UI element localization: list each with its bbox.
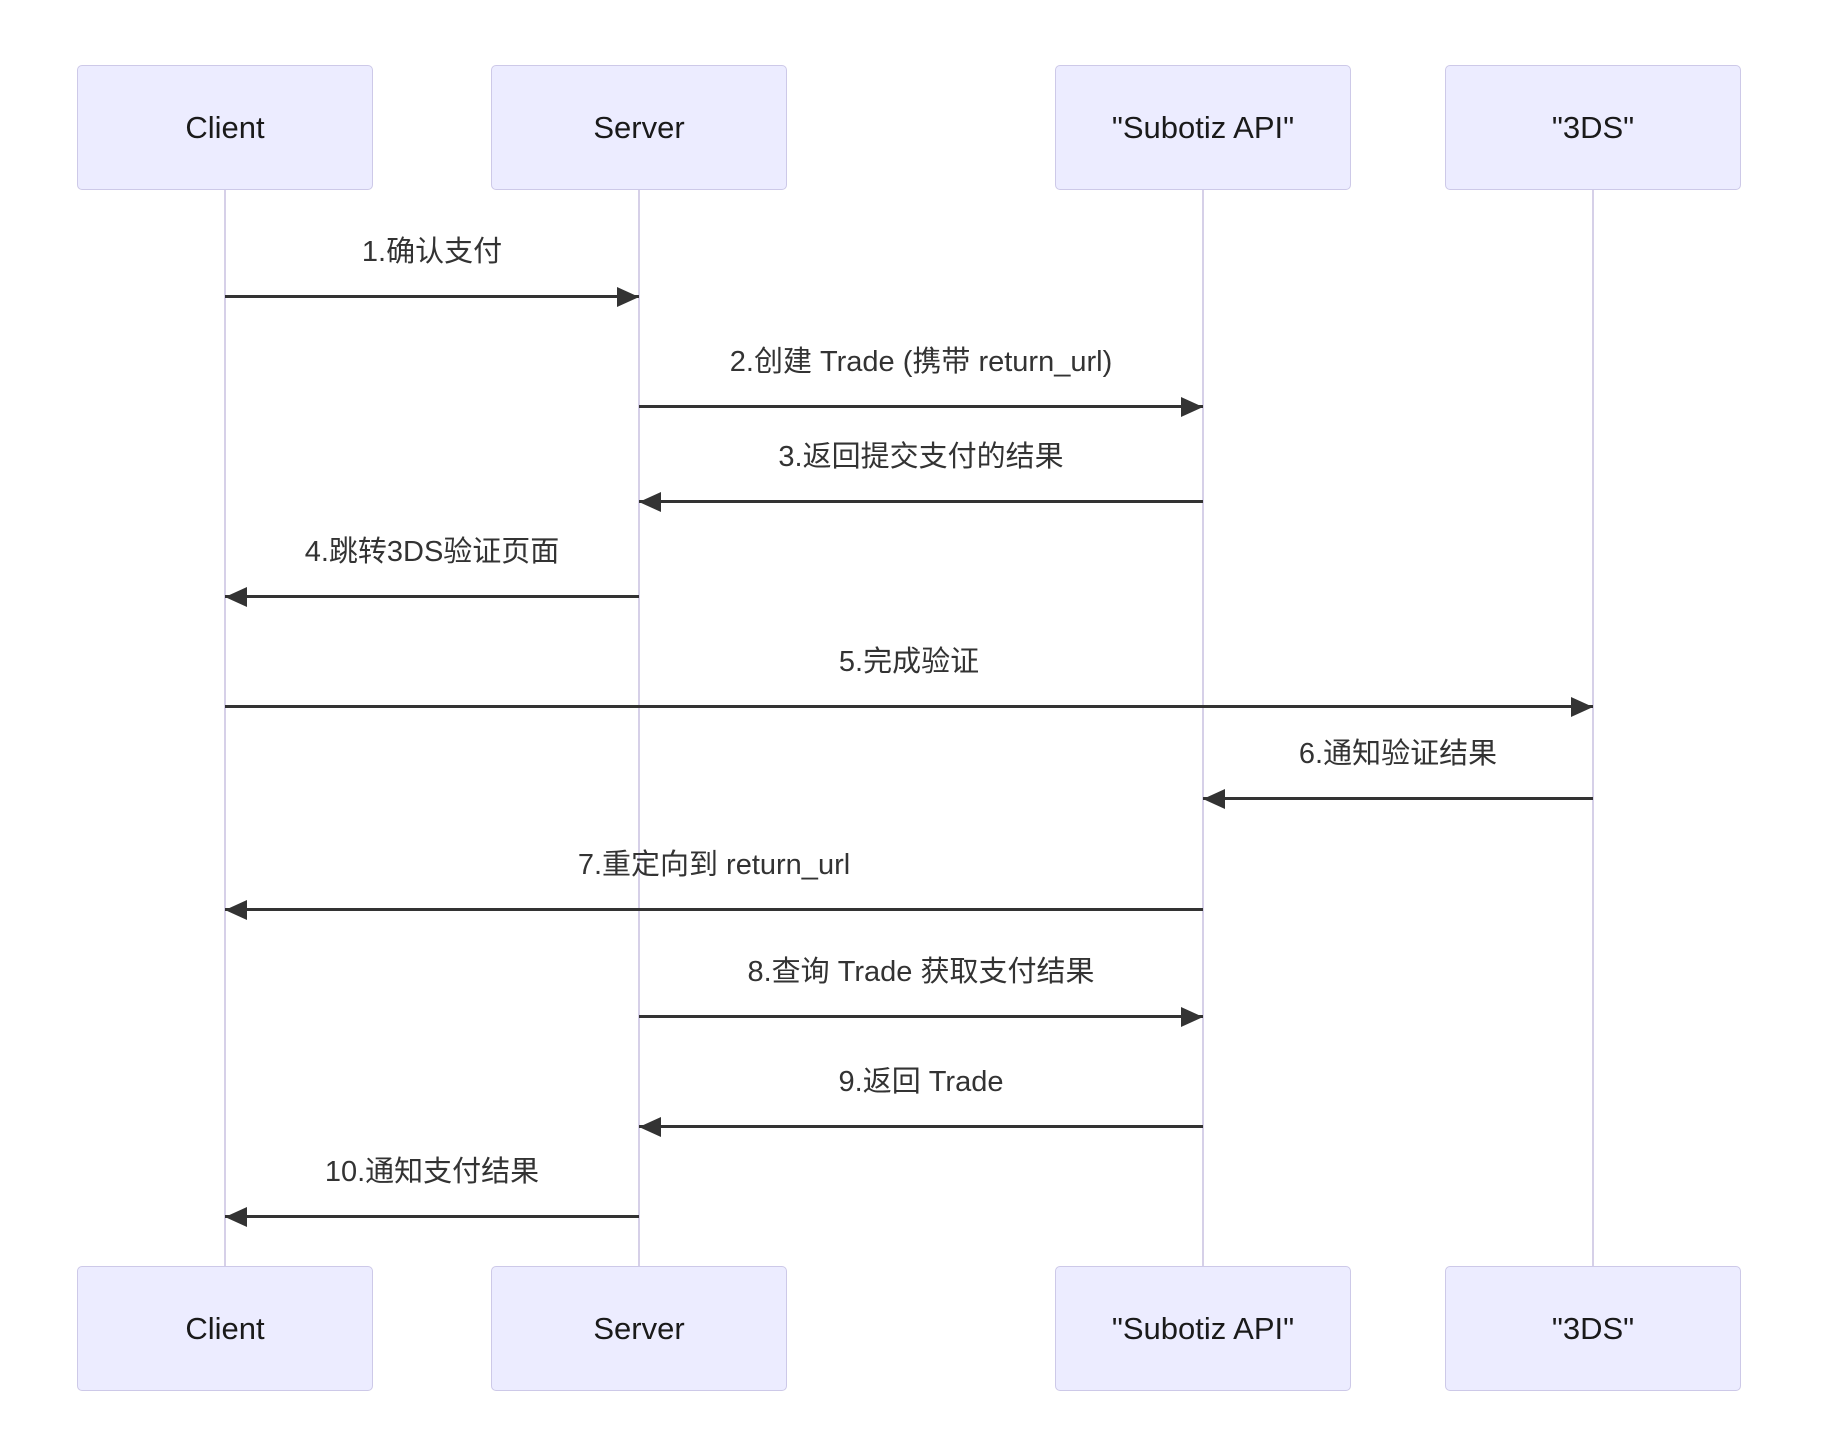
arrowhead-right-icon — [1181, 396, 1203, 417]
arrowhead-left-icon — [225, 1206, 247, 1227]
message-10-arrow — [225, 1206, 639, 1227]
lifeline-server — [638, 190, 640, 1266]
arrowhead-right-icon — [1571, 696, 1593, 717]
message-3-label: 3.返回提交支付的结果 — [778, 441, 1064, 473]
message-2-arrow — [639, 396, 1203, 417]
message-6: 6.通知验证结果 — [1203, 711, 1593, 809]
message-5-label: 5.完成验证 — [838, 646, 980, 678]
arrowhead-left-icon — [1203, 788, 1225, 809]
message-7-label: 7.重定向到 return_url — [577, 849, 851, 881]
message-10: 10.通知支付结果 — [225, 1129, 639, 1227]
lifeline-client — [224, 190, 226, 1266]
message-3-arrow — [639, 491, 1203, 512]
message-1-label: 1.确认支付 — [361, 236, 503, 268]
arrowhead-right-icon — [1181, 1006, 1203, 1027]
lifeline-subotiz-api — [1202, 190, 1204, 1266]
message-2-label: 2.创建 Trade (携带 return_url) — [729, 346, 1113, 378]
actor-box-client-top: Client — [77, 65, 373, 190]
message-6-label: 6.通知验证结果 — [1298, 738, 1498, 770]
actor-box-server-bottom: Server — [491, 1266, 787, 1391]
lifeline-3ds — [1592, 190, 1594, 1266]
message-9-label: 9.返回 Trade — [838, 1066, 1004, 1098]
message-1-arrow — [225, 286, 639, 307]
actor-box-server-top: Server — [491, 65, 787, 190]
arrowhead-left-icon — [225, 899, 247, 920]
arrowhead-left-icon — [639, 491, 661, 512]
message-5: 5.完成验证 — [225, 619, 1593, 717]
message-7: 7.重定向到 return_url — [225, 822, 1203, 920]
arrowhead-right-icon — [617, 286, 639, 307]
actor-box-subotiz-api-bottom: "Subotiz API" — [1055, 1266, 1351, 1391]
message-1: 1.确认支付 — [225, 209, 639, 307]
message-4-arrow — [225, 586, 639, 607]
actor-box-3ds-top: "3DS" — [1445, 65, 1741, 190]
arrowhead-left-icon — [225, 586, 247, 607]
message-8: 8.查询 Trade 获取支付结果 — [639, 929, 1203, 1027]
message-7-arrow — [225, 899, 1203, 920]
message-5-arrow — [225, 696, 1593, 717]
message-10-label: 10.通知支付结果 — [324, 1156, 540, 1188]
message-3: 3.返回提交支付的结果 — [639, 414, 1203, 512]
message-2: 2.创建 Trade (携带 return_url) — [639, 319, 1203, 417]
message-9-arrow — [639, 1116, 1203, 1137]
message-9: 9.返回 Trade — [639, 1039, 1203, 1137]
actor-box-3ds-bottom: "3DS" — [1445, 1266, 1741, 1391]
message-8-arrow — [639, 1006, 1203, 1027]
actor-box-client-bottom: Client — [77, 1266, 373, 1391]
message-8-label: 8.查询 Trade 获取支付结果 — [747, 956, 1095, 988]
message-4: 4.跳转3DS验证页面 — [225, 509, 639, 607]
arrowhead-left-icon — [639, 1116, 661, 1137]
actor-box-subotiz-api-top: "Subotiz API" — [1055, 65, 1351, 190]
message-4-label: 4.跳转3DS验证页面 — [304, 536, 560, 568]
message-6-arrow — [1203, 788, 1593, 809]
